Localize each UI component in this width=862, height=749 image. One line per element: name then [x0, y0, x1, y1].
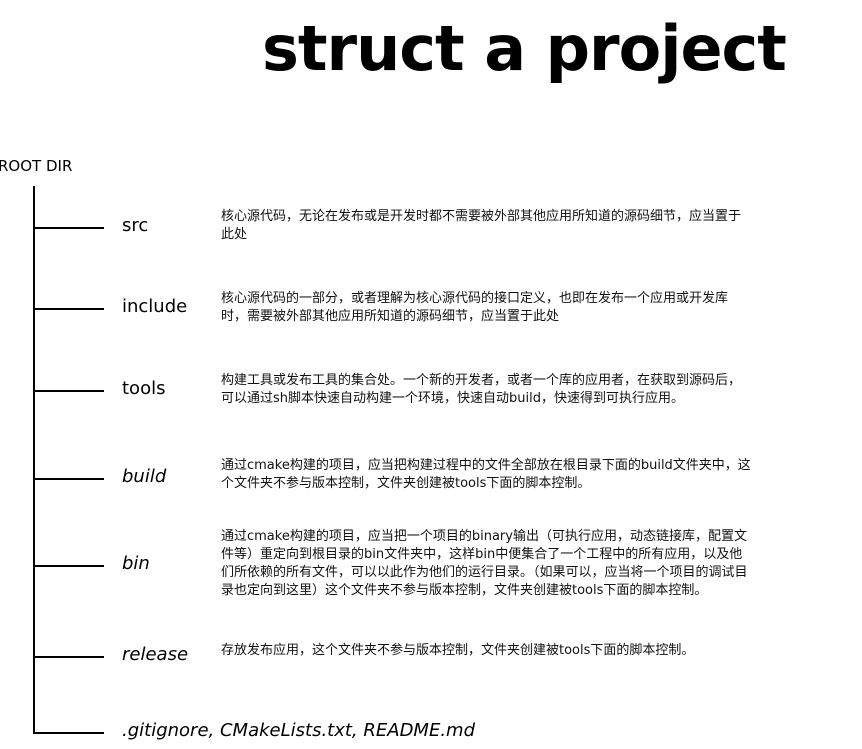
diagram-title: struct a project — [262, 12, 787, 85]
folder-description: 核心源代码的一部分，或者理解为核心源代码的接口定义，也即在发布一个应用或开发库时… — [221, 291, 729, 324]
tree-branch-line — [34, 656, 104, 658]
folder-label: src — [122, 215, 149, 236]
tree-branch-line — [34, 308, 104, 310]
folder-label: .gitignore, CMakeLists.txt, README.md — [122, 720, 476, 741]
tree-branch-line — [34, 565, 104, 567]
tree-branch-line — [34, 227, 104, 229]
tree-trunk-line — [33, 186, 35, 734]
folder-label: bin — [122, 553, 150, 574]
tree-branch-line — [34, 390, 104, 392]
folder-description: 通过cmake构建的项目，应当把一个项目的binary输出（可执行应用，动态链接… — [221, 529, 748, 598]
folder-label: include — [122, 296, 188, 317]
folder-label: tools — [122, 378, 166, 399]
tree-branch-line — [34, 478, 104, 480]
folder-label: build — [122, 466, 167, 487]
folder-description: 存放发布应用，这个文件夹不参与版本控制，文件夹创建被tools下面的脚本控制。 — [221, 643, 695, 658]
folder-description: 核心源代码，无论在发布或是开发时都不需要被外部其他应用所知道的源码细节，应当置于… — [221, 209, 742, 242]
folder-description: 构建工具或发布工具的集合处。一个新的开发者，或者一个库的应用者，在获取到源码后，… — [221, 373, 742, 406]
folder-description: 通过cmake构建的项目，应当把构建过程中的文件全部放在根目录下面的build文… — [221, 458, 751, 491]
folder-label: release — [122, 644, 189, 665]
root-dir-label: ROOT DIR — [0, 157, 73, 175]
tree-branch-line — [34, 732, 104, 734]
